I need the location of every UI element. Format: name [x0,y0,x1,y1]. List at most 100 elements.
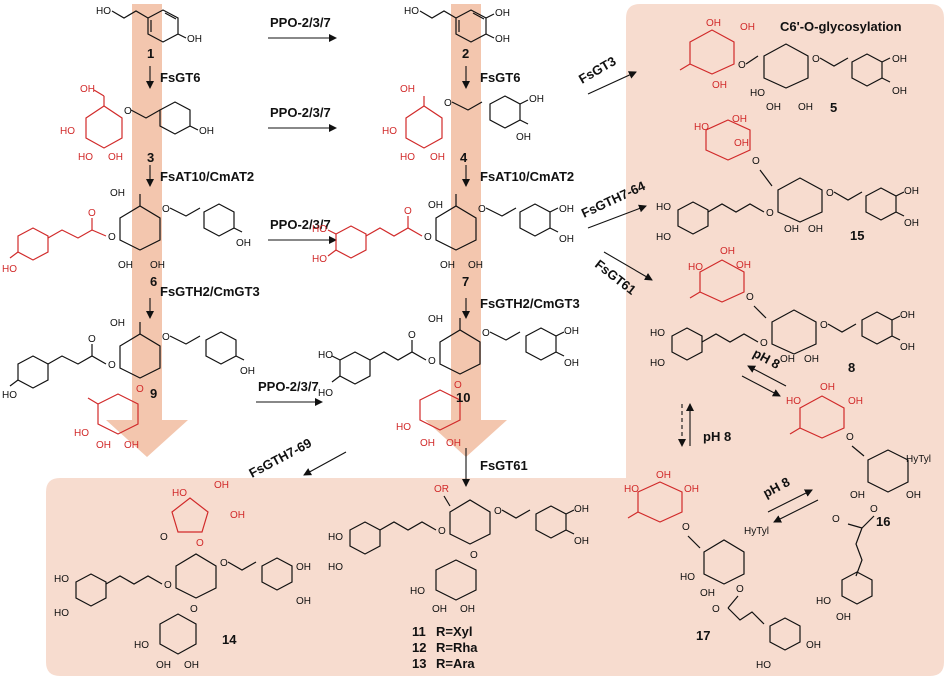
svg-text:HO: HO [2,264,17,275]
svg-text:FsGTH7-69: FsGTH7-69 [246,435,314,480]
svg-text:OH: OH [559,204,574,215]
svg-text:OH: OH [720,246,735,257]
svg-text:OH: OH [400,84,415,95]
svg-text:HO: HO [786,396,801,407]
ppo-arrow-1: PPO-2/3/7 [268,15,337,42]
svg-text:HO: HO [688,262,703,273]
svg-text:O: O [220,558,228,569]
svg-text:HO: HO [650,328,665,339]
svg-text:5: 5 [830,100,837,115]
svg-text:R=Ara: R=Ara [436,656,475,671]
svg-text:OH: OH [559,234,574,245]
svg-text:HO: HO [60,126,75,137]
svg-text:O: O [196,538,204,549]
svg-text:OH: OH [904,186,919,197]
svg-text:O: O [190,604,198,615]
ppo-arrow-3: PPO-2/3/7 [268,217,337,244]
svg-text:HO: HO [656,202,671,213]
svg-text:OH: OH [780,354,795,365]
svg-text:O: O [160,532,168,543]
svg-text:HO: HO [382,126,397,137]
svg-text:13: 13 [412,656,426,671]
panel-title: C6'-O-glycosylation [780,19,902,34]
svg-text:FsGT6: FsGT6 [160,70,200,85]
svg-text:OH: OH [156,660,171,671]
svg-text:OH: OH [574,536,589,547]
svg-text:OH: OH [460,604,475,615]
svg-text:HO: HO [750,88,765,99]
structure-16: HO OH OH O HyTyl OH OH O O HO OH 16 [786,382,931,623]
svg-text:PPO-2/3/7: PPO-2/3/7 [270,105,331,120]
svg-text:OH: OH [706,18,721,29]
svg-text:OH: OH [820,382,835,393]
svg-text:OH: OH [236,238,251,249]
svg-text:OR: OR [434,484,449,495]
svg-text:14: 14 [222,632,237,647]
svg-text:O: O [736,584,744,595]
svg-text:O: O [164,580,172,591]
svg-text:1: 1 [147,46,154,61]
svg-text:OH: OH [684,484,699,495]
svg-text:OH: OH [806,640,821,651]
structure-2: HO OH OH 2 [404,6,510,61]
svg-text:OH: OH [784,224,799,235]
svg-text:OH: OH [516,132,531,143]
svg-text:HO: HO [318,350,333,361]
svg-text:HO: HO [2,390,17,401]
svg-text:FsGTH2/CmGT3: FsGTH2/CmGT3 [160,284,260,299]
svg-text:OH: OH [892,86,907,97]
step-fsgt6-middle: FsGT6 [462,66,520,89]
svg-text:OH: OH [80,84,95,95]
svg-text:HO: HO [694,122,709,133]
structure-7: OH O OH OH O O HO HO OH OH 7 [312,194,574,289]
svg-text:O: O [108,360,116,371]
svg-text:OH: OH [766,102,781,113]
svg-text:OH: OH [892,54,907,65]
svg-text:O: O [438,526,446,537]
svg-text:HO: HO [756,660,771,671]
svg-text:HO: HO [74,428,89,439]
svg-text:17: 17 [696,628,710,643]
svg-text:OH: OH [900,310,915,321]
svg-text:O: O [88,334,96,345]
structure-10: OH O OH OH O O HO HO O HO OH OH 10 [318,314,579,449]
structure-8: OH HO OH O O OH OH O HO HO OH OH 8 [650,246,915,375]
ph8-equilibrium-8-17: pH 8 [678,403,731,447]
structure-15: HO OH OH O O OH OH O HO HO OH OH 15 [656,114,919,243]
svg-text:O: O [408,330,416,341]
svg-text:4: 4 [460,150,468,165]
svg-text:OH: OH [230,510,245,521]
svg-text:OH: OH [240,366,255,377]
svg-text:OH: OH [96,440,111,451]
svg-text:O: O [162,332,170,343]
svg-text:OH: OH [296,562,311,573]
structure-11-13: OR O OH OH O HO HO O HO OH OH 11 R=Xyl 1… [328,484,589,671]
svg-text:O: O [470,550,478,561]
svg-text:pH 8: pH 8 [703,429,731,444]
svg-text:15: 15 [850,228,864,243]
step-fsgth2-left: FsGTH2/CmGT3 [146,284,260,319]
svg-text:O: O [752,156,760,167]
svg-text:O: O [124,106,132,117]
svg-text:O: O [820,320,828,331]
step-fsgt6-left: FsGT6 [146,66,200,89]
svg-text:HO: HO [78,152,93,163]
svg-text:O: O [846,432,854,443]
step-fsat10-middle: FsAT10/CmAT2 [462,165,574,187]
svg-text:OH: OH [574,504,589,515]
svg-text:OH: OH [850,490,865,501]
svg-text:9: 9 [150,386,157,401]
svg-text:OH: OH [798,102,813,113]
flow-arrow-middle [425,4,507,457]
svg-text:HO: HO [318,388,333,399]
svg-text:6: 6 [150,274,157,289]
svg-text:HO: HO [396,422,411,433]
svg-text:OH: OH [150,260,165,271]
svg-text:HO: HO [328,562,343,573]
svg-text:PPO-2/3/7: PPO-2/3/7 [270,15,331,30]
svg-text:HO: HO [400,152,415,163]
svg-text:HO: HO [410,586,425,597]
svg-text:OH: OH [108,152,123,163]
svg-text:O: O [746,292,754,303]
